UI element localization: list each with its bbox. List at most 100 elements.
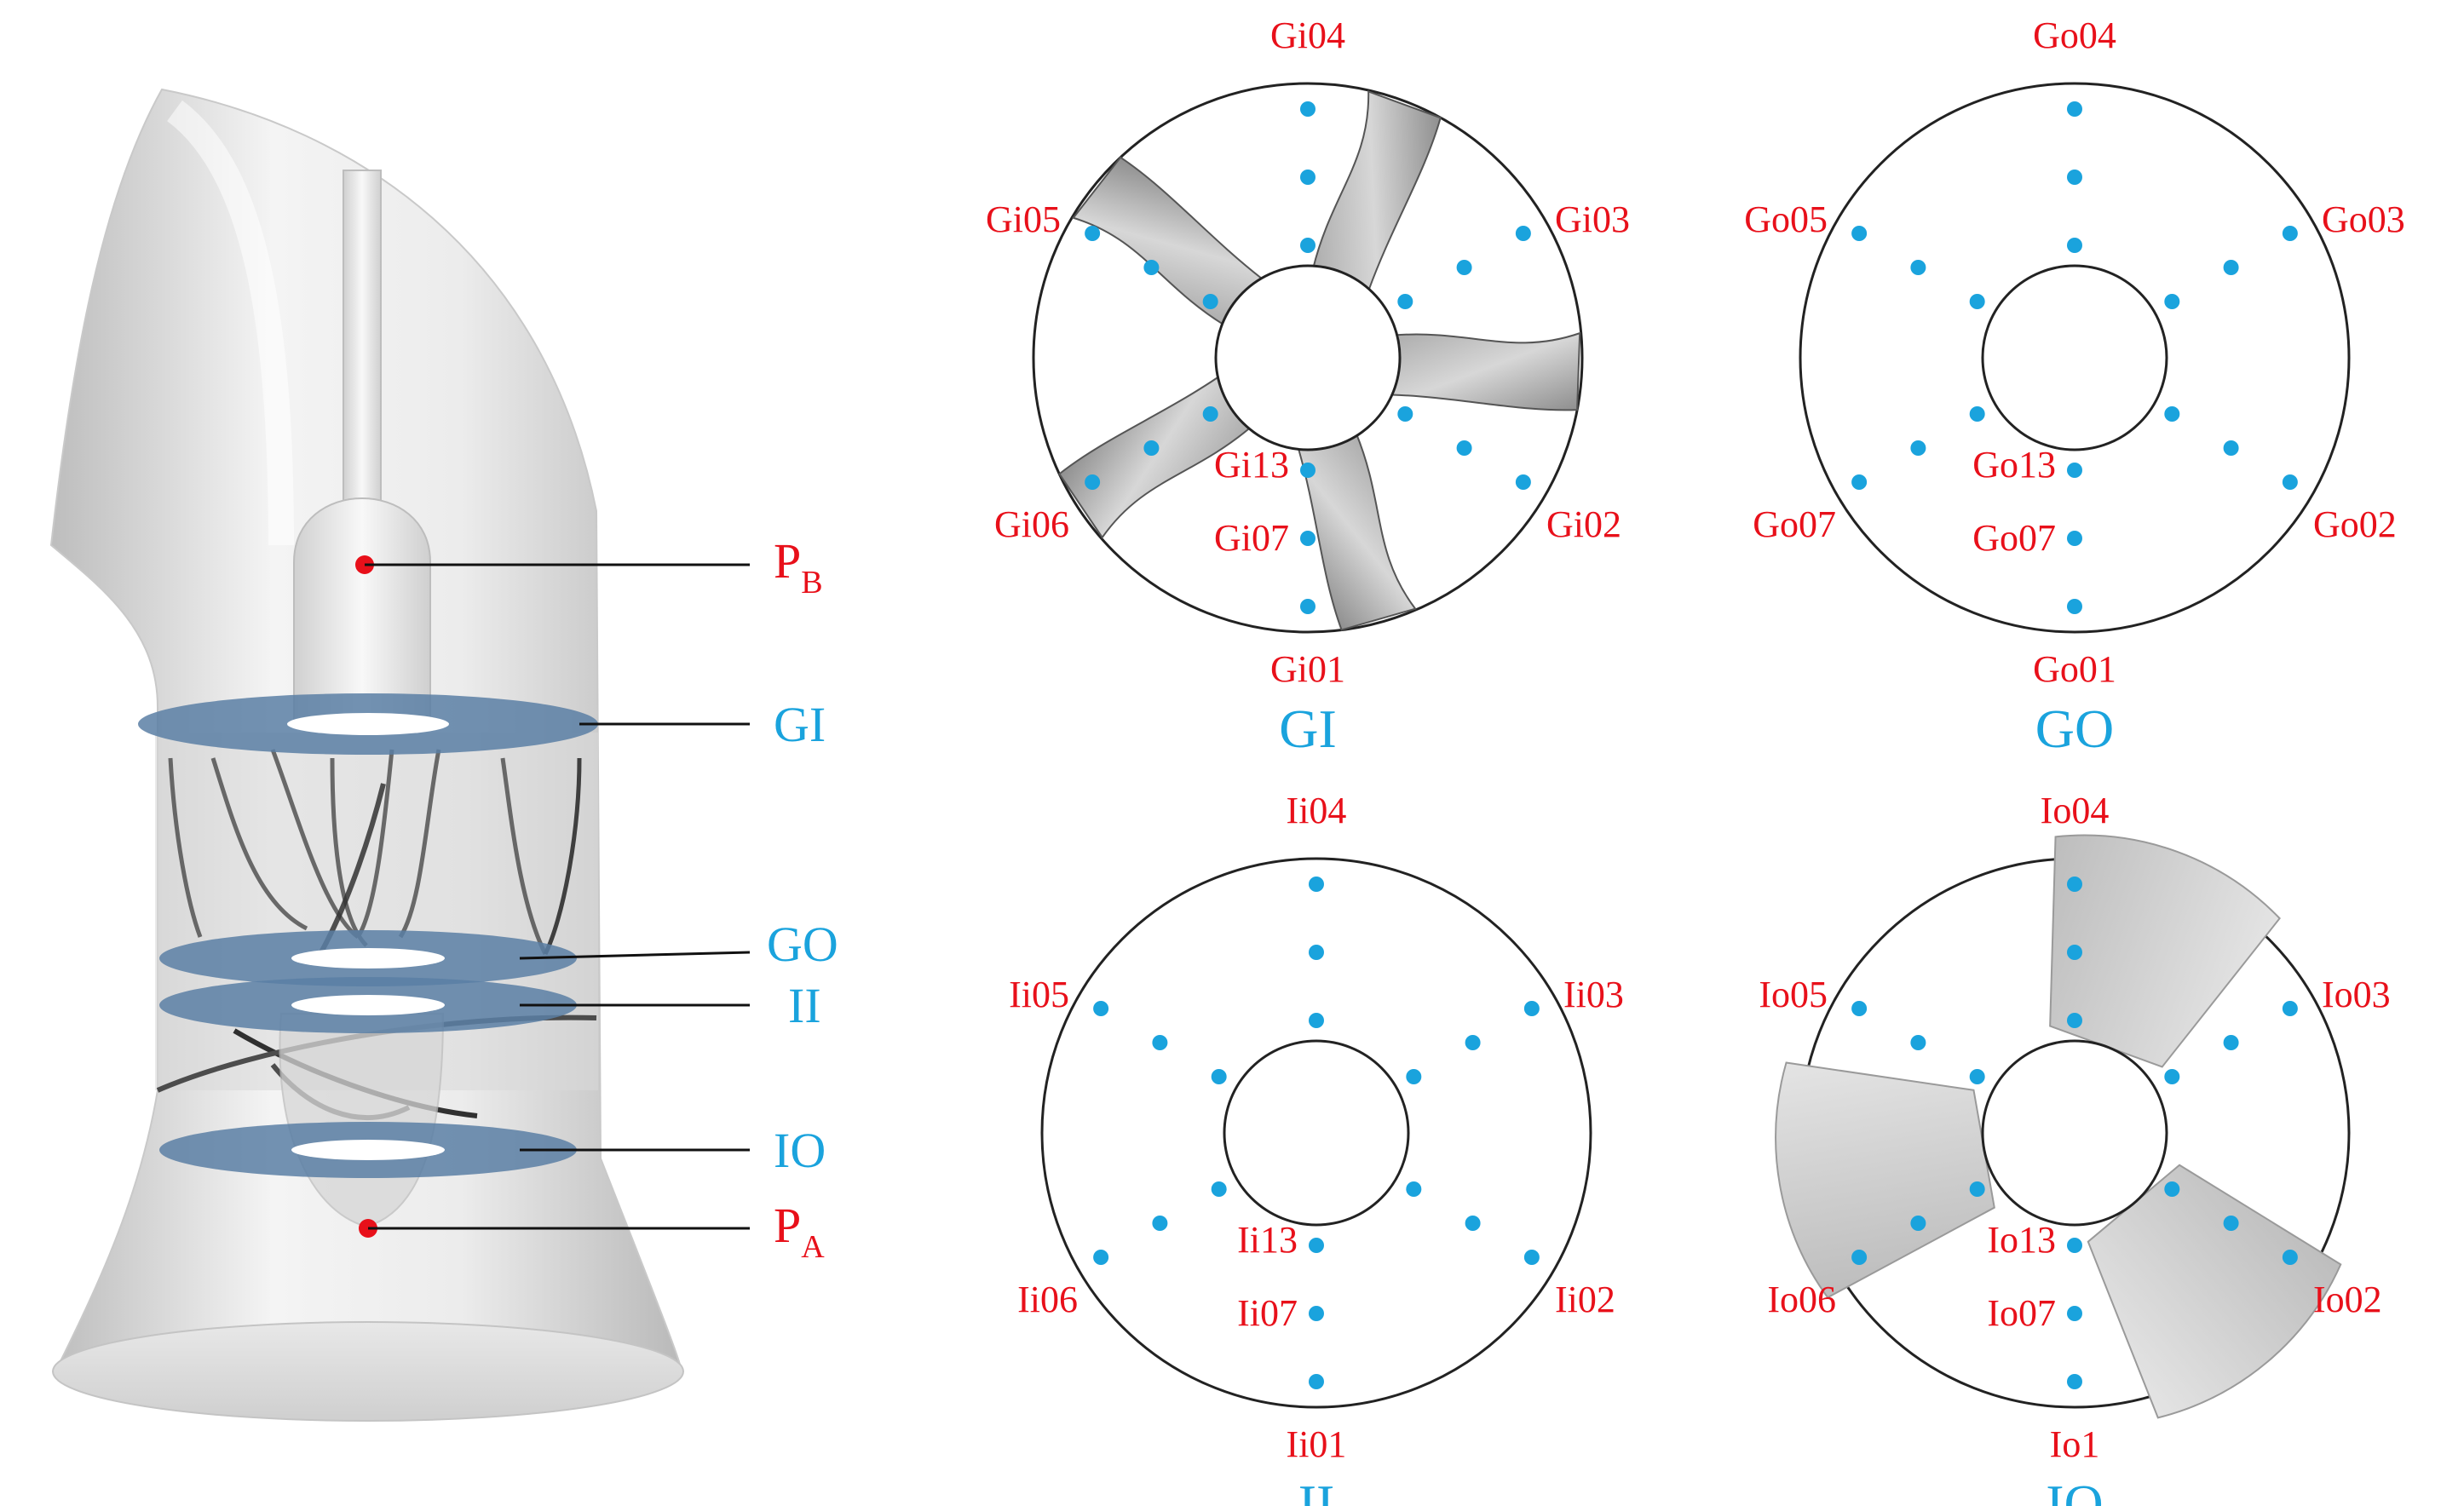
- guide-vane: [1297, 431, 1417, 631]
- probe-label-inner: Gi13: [1214, 444, 1289, 486]
- panel-caption: II: [1298, 1474, 1335, 1506]
- probe-label-bottom: Io1: [2050, 1423, 2100, 1465]
- probe-dot: [1465, 1035, 1481, 1050]
- section-plane-ii: [159, 977, 577, 1033]
- probe-dot: [1300, 238, 1315, 253]
- probe-dot: [2164, 1069, 2180, 1084]
- guide-vane: [1390, 331, 1581, 411]
- probe-dot: [1309, 1374, 1324, 1389]
- probe-dots: [1093, 877, 1540, 1389]
- probe-label-upper-left: Gi05: [986, 198, 1061, 240]
- runner-blade: [2087, 1164, 2342, 1419]
- probe-dot: [1456, 440, 1472, 456]
- section-label-io: IO: [774, 1123, 826, 1178]
- guide-vane-blades: [1058, 90, 1581, 631]
- draft-tube-illustration: PB GI GO II IO PA: [49, 88, 838, 1422]
- probe-label-bottom: Go01: [2033, 648, 2116, 690]
- probe-label-upper-left: Go05: [1744, 198, 1828, 240]
- probe-dot: [1309, 877, 1324, 892]
- probe-dot: [1211, 1181, 1227, 1197]
- probe-dot: [2164, 294, 2180, 309]
- probe-dot: [1309, 1306, 1324, 1321]
- probe-label-top: Io04: [2041, 790, 2110, 831]
- section-label-gi: GI: [774, 697, 826, 752]
- probe-dot: [2067, 877, 2082, 892]
- probe-dot: [2067, 101, 2082, 117]
- probe-dot: [2164, 406, 2180, 422]
- probe-dot: [1309, 945, 1324, 960]
- section-label-ii: II: [788, 978, 821, 1033]
- probe-label-left: Gi06: [994, 503, 1069, 545]
- runner-blade: [1775, 1061, 1995, 1299]
- probe-dot: [1851, 1250, 1868, 1265]
- probe-dot: [2282, 226, 2298, 241]
- probe-dot: [1143, 440, 1160, 456]
- probe-dot: [2223, 440, 2239, 456]
- probe-dot: [1969, 294, 1985, 309]
- probe-dot: [2067, 238, 2082, 253]
- probe-dot: [1309, 1238, 1324, 1253]
- probe-label-inner: Io13: [1987, 1219, 2056, 1261]
- probe-dot: [2067, 463, 2082, 478]
- probe-label-right: Gi02: [1546, 503, 1621, 545]
- probe-label-bottom: Gi01: [1270, 648, 1345, 690]
- probe-dot: [1093, 1001, 1109, 1016]
- cross-section-panels: Gi04Gi03Gi02Gi01Gi06Gi05Gi13Gi07GIGo04Go…: [986, 14, 2405, 1506]
- panel-caption: IO: [2046, 1474, 2104, 1506]
- probe-label-mid: Go07: [1972, 517, 2056, 559]
- probe-dot: [1910, 1035, 1926, 1050]
- probe-dot: [1969, 406, 1985, 422]
- probe-dots: [1085, 101, 1531, 614]
- probe-label-upper-left: Ii05: [1009, 974, 1069, 1015]
- probe-dot: [1910, 260, 1926, 275]
- probe-label-mid: Gi07: [1214, 517, 1289, 559]
- probe-label-upper-right: Gi03: [1555, 198, 1630, 240]
- section-label-go: GO: [767, 917, 838, 972]
- probe-label-upper-right: Io03: [2322, 974, 2391, 1015]
- probe-label-right: Go02: [2313, 503, 2397, 545]
- probe-dot: [2223, 260, 2239, 275]
- probe-dot: [1969, 1069, 1985, 1084]
- probe-dot: [1397, 406, 1413, 422]
- probe-dot: [1085, 226, 1101, 241]
- probe-dot: [1910, 1216, 1926, 1231]
- probe-dot: [1300, 599, 1315, 614]
- probe-dot: [1406, 1181, 1422, 1197]
- probe-dot: [1300, 170, 1315, 185]
- probe-label-bottom: Ii01: [1287, 1423, 1347, 1465]
- probe-dot: [1523, 1001, 1540, 1016]
- probe-dot: [1202, 294, 1218, 309]
- guide-vane: [1058, 376, 1253, 539]
- probe-dot: [2282, 1001, 2298, 1016]
- probe-label-right: Io02: [2313, 1279, 2382, 1320]
- probe-dot: [1309, 1013, 1324, 1028]
- probe-dot: [2282, 474, 2298, 490]
- runner-blade: [2049, 834, 2281, 1068]
- probe-dot: [1851, 226, 1868, 241]
- probe-label-top: Gi04: [1270, 14, 1345, 56]
- probe-dot: [1910, 440, 1926, 456]
- probe-dot: [1152, 1216, 1168, 1231]
- probe-dot: [1515, 226, 1531, 241]
- probe-label-left: Go07: [1753, 503, 1836, 545]
- probe-dot: [2067, 170, 2082, 185]
- point-b-label: PB: [774, 533, 823, 601]
- probe-dot: [1211, 1069, 1227, 1084]
- probe-label-top: Go04: [2033, 14, 2116, 56]
- probe-dot: [1515, 474, 1531, 490]
- panel-caption: GO: [2035, 698, 2114, 759]
- probe-dot: [1406, 1069, 1422, 1084]
- probe-dots: [1851, 877, 2298, 1389]
- probe-dot: [1300, 463, 1315, 478]
- hub-circle: [1981, 264, 2168, 451]
- hub-capsule: [293, 497, 431, 725]
- hub-circle: [1981, 1039, 2168, 1227]
- probe-dot: [1093, 1250, 1109, 1265]
- guide-vane: [1311, 90, 1442, 290]
- probe-dot: [1851, 474, 1868, 490]
- point-a-label: PA: [774, 1198, 825, 1265]
